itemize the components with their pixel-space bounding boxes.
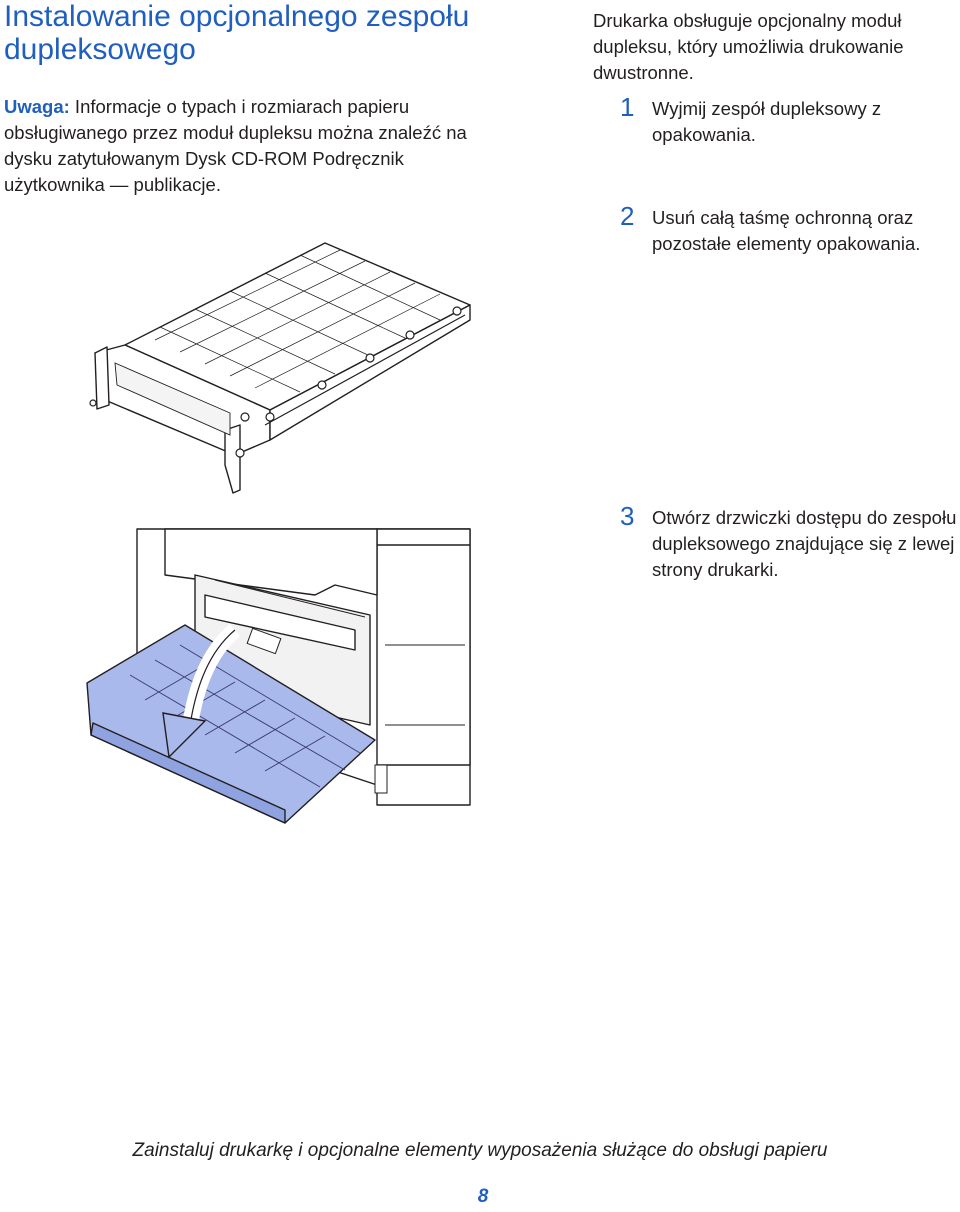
step-1-number: 1 <box>620 92 635 122</box>
page-title: Instalowanie opcjonalnego zespołu duplek… <box>4 0 470 66</box>
step-3-number: 3 <box>620 501 635 531</box>
step-2-number: 2 <box>620 201 635 231</box>
note-text: Informacje o typach i rozmiarach papieru… <box>4 96 467 195</box>
step-1-text: Wyjmij zespół dupleksowy z opakowania. <box>652 98 882 145</box>
page-number: 8 <box>477 1186 489 1207</box>
step-3-text: Otwórz drzwiczki dostępu do zespołu dupl… <box>652 507 957 580</box>
intro-paragraph: Drukarka obsługuje opcjonalny moduł dupl… <box>593 10 904 83</box>
duplex-unit-illustration <box>89 242 471 494</box>
step-2-text: Usuń całą taśmę ochronną oraz pozostałe … <box>652 207 921 254</box>
note-paragraph: Uwaga: Informacje o typach i rozmiarach … <box>4 94 504 198</box>
note-label: Uwaga: <box>4 96 70 117</box>
page-footer: Zainstaluj drukarkę i opcjonalne element… <box>132 1140 828 1161</box>
printer-door-illustration <box>86 528 471 824</box>
